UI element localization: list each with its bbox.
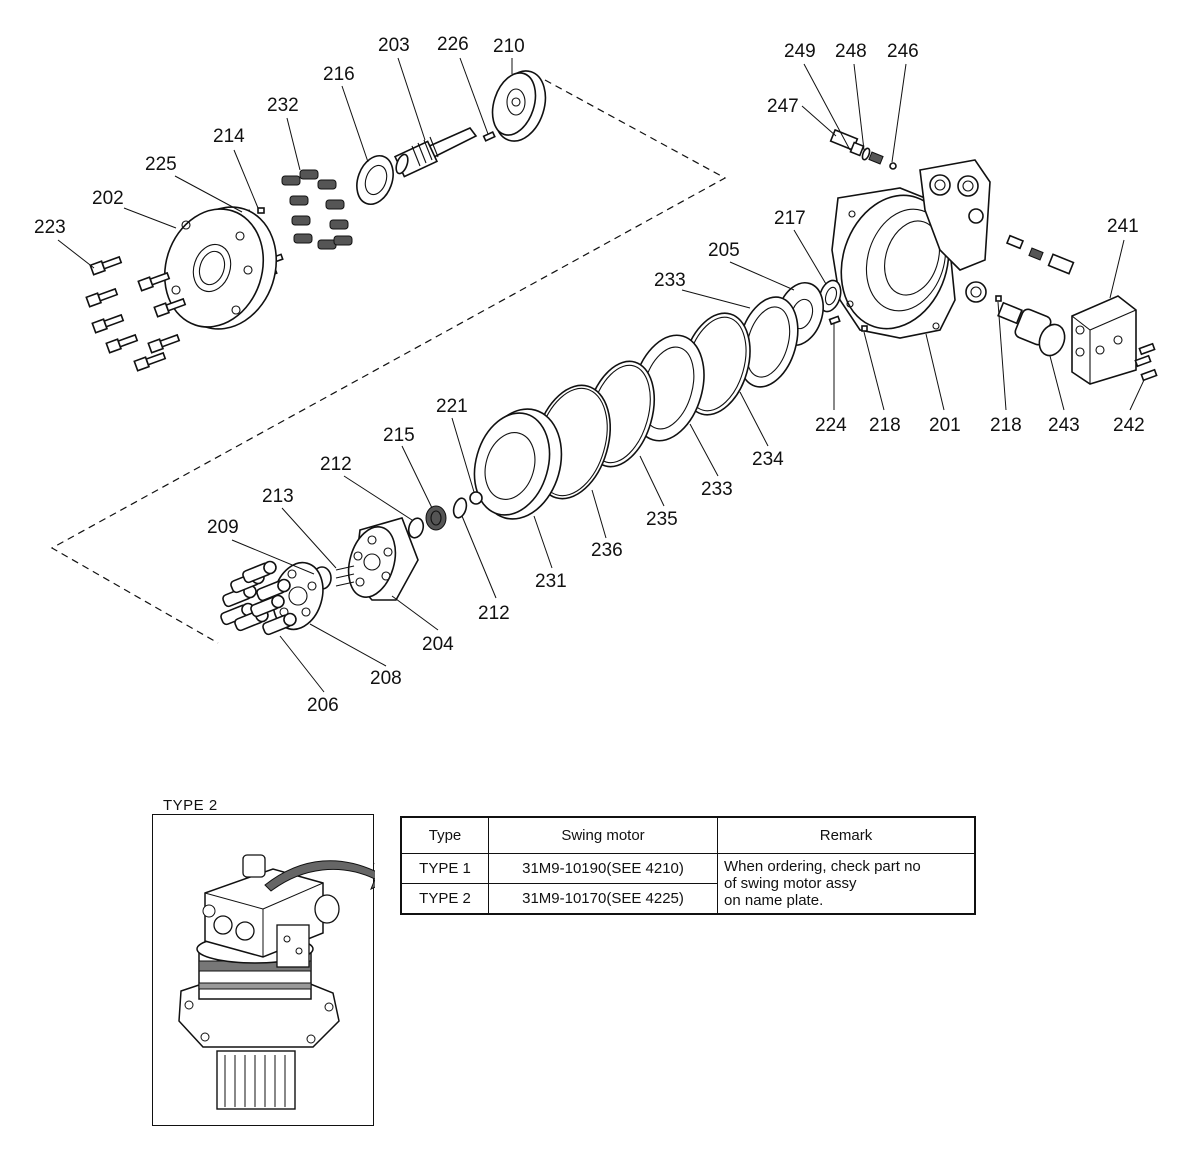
pointer-arrow (264, 860, 375, 892)
callout-223: 223 (34, 217, 66, 238)
callout-249: 249 (784, 41, 816, 62)
type2-caption: TYPE 2 (163, 797, 218, 814)
part-214-pin (257, 207, 265, 214)
cell-type: TYPE 2 (400, 882, 489, 915)
part-221-ring (469, 491, 483, 505)
pinion-gear (216, 1050, 296, 1110)
callout-210: 210 (493, 36, 525, 57)
cell-swing-motor: 31M9-10190(SEE 4210) (488, 853, 718, 884)
part-212-ring-lower (407, 517, 425, 539)
table-header-row: Type Swing motor Remark (400, 816, 976, 854)
part-242-bolts (1134, 342, 1158, 382)
part-226-pin (482, 131, 496, 142)
callout-209: 209 (207, 517, 239, 538)
callout-202: 202 (92, 188, 124, 209)
callout-235: 235 (646, 509, 678, 530)
part-216-bearing (356, 154, 394, 206)
callout-224: 224 (815, 415, 847, 436)
callout-233-upper: 233 (654, 270, 686, 291)
callout-213: 213 (262, 486, 294, 507)
type2-inset (152, 814, 375, 1126)
callout-233-lower: 233 (701, 479, 733, 500)
callout-221: 221 (436, 396, 468, 417)
callout-247: 247 (767, 96, 799, 117)
callout-212-upper: 212 (320, 454, 352, 475)
part-202-rear-cover (163, 206, 278, 330)
callout-243: 243 (1048, 415, 1080, 436)
callout-218-right: 218 (990, 415, 1022, 436)
callout-232: 232 (267, 95, 299, 116)
callout-215: 215 (383, 425, 415, 446)
leader-lines (57, 57, 1145, 693)
part-248-spring (868, 151, 884, 165)
callout-206: 206 (307, 695, 339, 716)
callout-201: 201 (929, 415, 961, 436)
part-246-ball (889, 162, 897, 170)
part-201-housing (831, 159, 991, 339)
part-206-pistons (220, 560, 297, 636)
part-223-bolts (85, 255, 187, 372)
callout-203: 203 (378, 35, 410, 56)
remark-line: of swing motor assy (724, 875, 857, 892)
callout-234: 234 (752, 449, 784, 470)
cell-type: TYPE 1 (400, 853, 489, 884)
table-row: TYPE 2 31M9-10170(SEE 4225) (400, 882, 975, 915)
remark-line: on name plate. (724, 892, 824, 909)
part-243-valve (997, 301, 1066, 357)
callout-218-left: 218 (869, 415, 901, 436)
callout-241: 241 (1107, 216, 1139, 237)
exploded-parts-diagram: 203 226 210 216 232 214 225 202 223 249 … (34, 34, 1158, 716)
callout-236: 236 (591, 540, 623, 561)
callout-226: 226 (437, 34, 469, 55)
part-241-valve-block (1071, 295, 1137, 385)
callout-212-lower: 212 (478, 603, 510, 624)
part-218-pin-right (995, 295, 1002, 302)
part-247-relief-valve (829, 128, 865, 157)
callout-248: 248 (835, 41, 867, 62)
part-203-shaft (393, 127, 478, 178)
part-213-pins (335, 565, 355, 587)
callout-216: 216 (323, 64, 355, 85)
type-table: Type Swing motor Remark TYPE 1 31M9-1019… (400, 816, 976, 915)
part-relief-valve-right (1005, 234, 1075, 275)
part-212-ring-upper (452, 497, 468, 519)
callout-225: 225 (145, 154, 177, 175)
assembly-boundary-line (50, 79, 727, 644)
col-header-type: Type (400, 816, 489, 854)
callout-214: 214 (213, 126, 245, 147)
type2-motor-illustration (178, 854, 375, 1110)
callout-204: 204 (422, 634, 454, 655)
cell-swing-motor: 31M9-10170(SEE 4225) (488, 882, 718, 915)
part-232-springs (281, 169, 353, 250)
part-210-cover (491, 70, 547, 142)
cell-remark: When ordering, check part no of swing mo… (717, 853, 976, 915)
remark-line: When ordering, check part no (724, 858, 921, 875)
callout-208: 208 (370, 668, 402, 689)
part-231-brake-piston (473, 408, 563, 520)
col-header-swing-motor: Swing motor (488, 816, 718, 854)
callout-242: 242 (1113, 415, 1145, 436)
part-215-spring (425, 505, 447, 531)
callout-217: 217 (774, 208, 806, 229)
part-224-pin (828, 315, 841, 326)
callout-205: 205 (708, 240, 740, 261)
table-row: TYPE 1 31M9-10190(SEE 4210) When orderin… (400, 853, 976, 915)
part-204-cylinder-block (347, 517, 419, 601)
col-header-remark: Remark (717, 816, 976, 854)
part-233-disc-upper (737, 296, 799, 388)
part-218-pin-left (861, 325, 868, 332)
valve-head (202, 854, 340, 968)
callout-246: 246 (887, 41, 919, 62)
callout-labels: 203 226 210 216 232 214 225 202 223 249 … (34, 34, 1145, 716)
part-249-oring (861, 147, 871, 161)
callout-231: 231 (535, 571, 567, 592)
